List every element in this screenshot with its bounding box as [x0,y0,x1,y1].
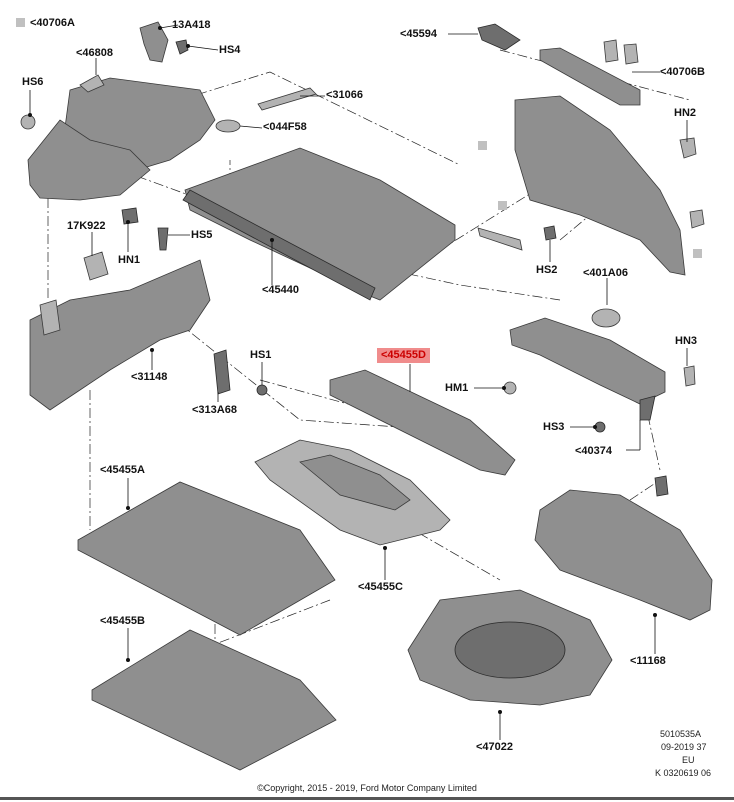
marker-square-icon [498,201,507,210]
part-left-quarter-trim[interactable] [27,119,151,201]
label-hs6[interactable]: HS6 [22,76,44,88]
label-hs1[interactable]: HS1 [250,349,272,361]
part-45440[interactable] [184,147,456,301]
label-45455c[interactable]: <45455C [358,581,403,593]
label-hs5[interactable]: HS5 [191,229,213,241]
part-hs2[interactable] [543,225,557,241]
marker-square-icon [478,141,487,150]
part-40374-clip[interactable] [639,395,656,421]
part-45455a[interactable] [77,481,336,636]
part-hs6[interactable] [20,114,36,130]
part-hn2-lower[interactable] [689,209,705,229]
label-40374[interactable]: <40374 [575,445,613,457]
part-11168[interactable] [534,489,713,621]
label-hs4[interactable]: HS4 [219,44,241,56]
meta-code: 5010535A [660,729,702,739]
label-17k922[interactable]: 17K922 [67,220,106,232]
part-hs1[interactable] [256,384,268,396]
part-40706b-rail[interactable] [539,47,641,106]
label-044f58[interactable]: <044F58 [263,121,307,133]
part-45455d[interactable] [329,369,516,476]
part-044f58[interactable] [215,119,241,133]
label-hm1[interactable]: HM1 [445,382,469,394]
part-hn2[interactable] [679,137,697,159]
label-45440[interactable]: <45440 [262,284,300,296]
part-17k922[interactable] [83,251,109,281]
part-13a418[interactable] [139,21,169,63]
meta-date: 09-2019 37 [661,742,707,752]
part-40374-scuff[interactable] [509,317,666,405]
part-right-pillar-trim[interactable] [514,95,686,276]
part-40374-lower-clip[interactable] [654,475,669,497]
part-hn1[interactable] [121,207,139,225]
copyright-text: ©Copyright, 2015 - 2019, Ford Motor Comp… [257,783,477,793]
label-hn1[interactable]: HN1 [118,254,141,266]
leader-lines [29,24,688,740]
part-40706b-clip-a[interactable] [603,39,619,63]
part-47022-well[interactable] [454,621,566,679]
label-46808[interactable]: <46808 [76,47,114,59]
part-40706b-clip-b[interactable] [623,43,639,65]
label-hn2[interactable]: HN2 [674,107,697,119]
label-313a68[interactable]: <313A68 [192,404,237,416]
label-45455b[interactable]: <45455B [100,615,145,627]
label-31148[interactable]: <31148 [131,371,168,383]
part-401a06[interactable] [591,308,621,328]
label-hs3[interactable]: HS3 [543,421,565,433]
label-401a06[interactable]: <401A06 [583,267,628,279]
part-hn3[interactable] [683,365,696,387]
label-45455d[interactable]: <45455D [377,348,430,363]
part-hs4[interactable] [175,39,189,55]
label-40706a[interactable]: <40706A [30,17,75,29]
label-hn3[interactable]: HN3 [675,335,698,347]
part-31148-bracket[interactable] [39,299,61,336]
label-11168[interactable]: <11168 [630,655,666,667]
part-45594[interactable] [477,23,521,51]
label-40706b[interactable]: <40706B [660,66,705,78]
footer-divider [0,797,734,800]
legend-square-icon [16,18,25,27]
part-46808-clip[interactable] [79,74,105,93]
part-hs2-strip[interactable] [477,227,523,251]
part-45455b[interactable] [91,629,337,771]
label-45594[interactable]: <45594 [400,28,438,40]
part-31148[interactable] [29,259,211,411]
leader-dots [28,26,657,714]
label-47022[interactable]: <47022 [476,741,514,753]
label-hs2[interactable]: HS2 [536,264,558,276]
label-45455a[interactable]: <45455A [100,464,145,476]
part-45440-roller[interactable] [182,189,376,301]
meta-region: EU [682,755,695,765]
part-hs5[interactable] [157,227,169,251]
part-45455c-recess[interactable] [299,454,411,511]
part-313a68[interactable] [213,349,231,395]
meta-ref: K 0320619 06 [655,768,712,778]
part-31066[interactable] [257,87,317,111]
label-13a418[interactable]: 13A418 [172,19,211,31]
label-31066[interactable]: <31066 [326,89,364,101]
marker-square-icon [693,249,702,258]
